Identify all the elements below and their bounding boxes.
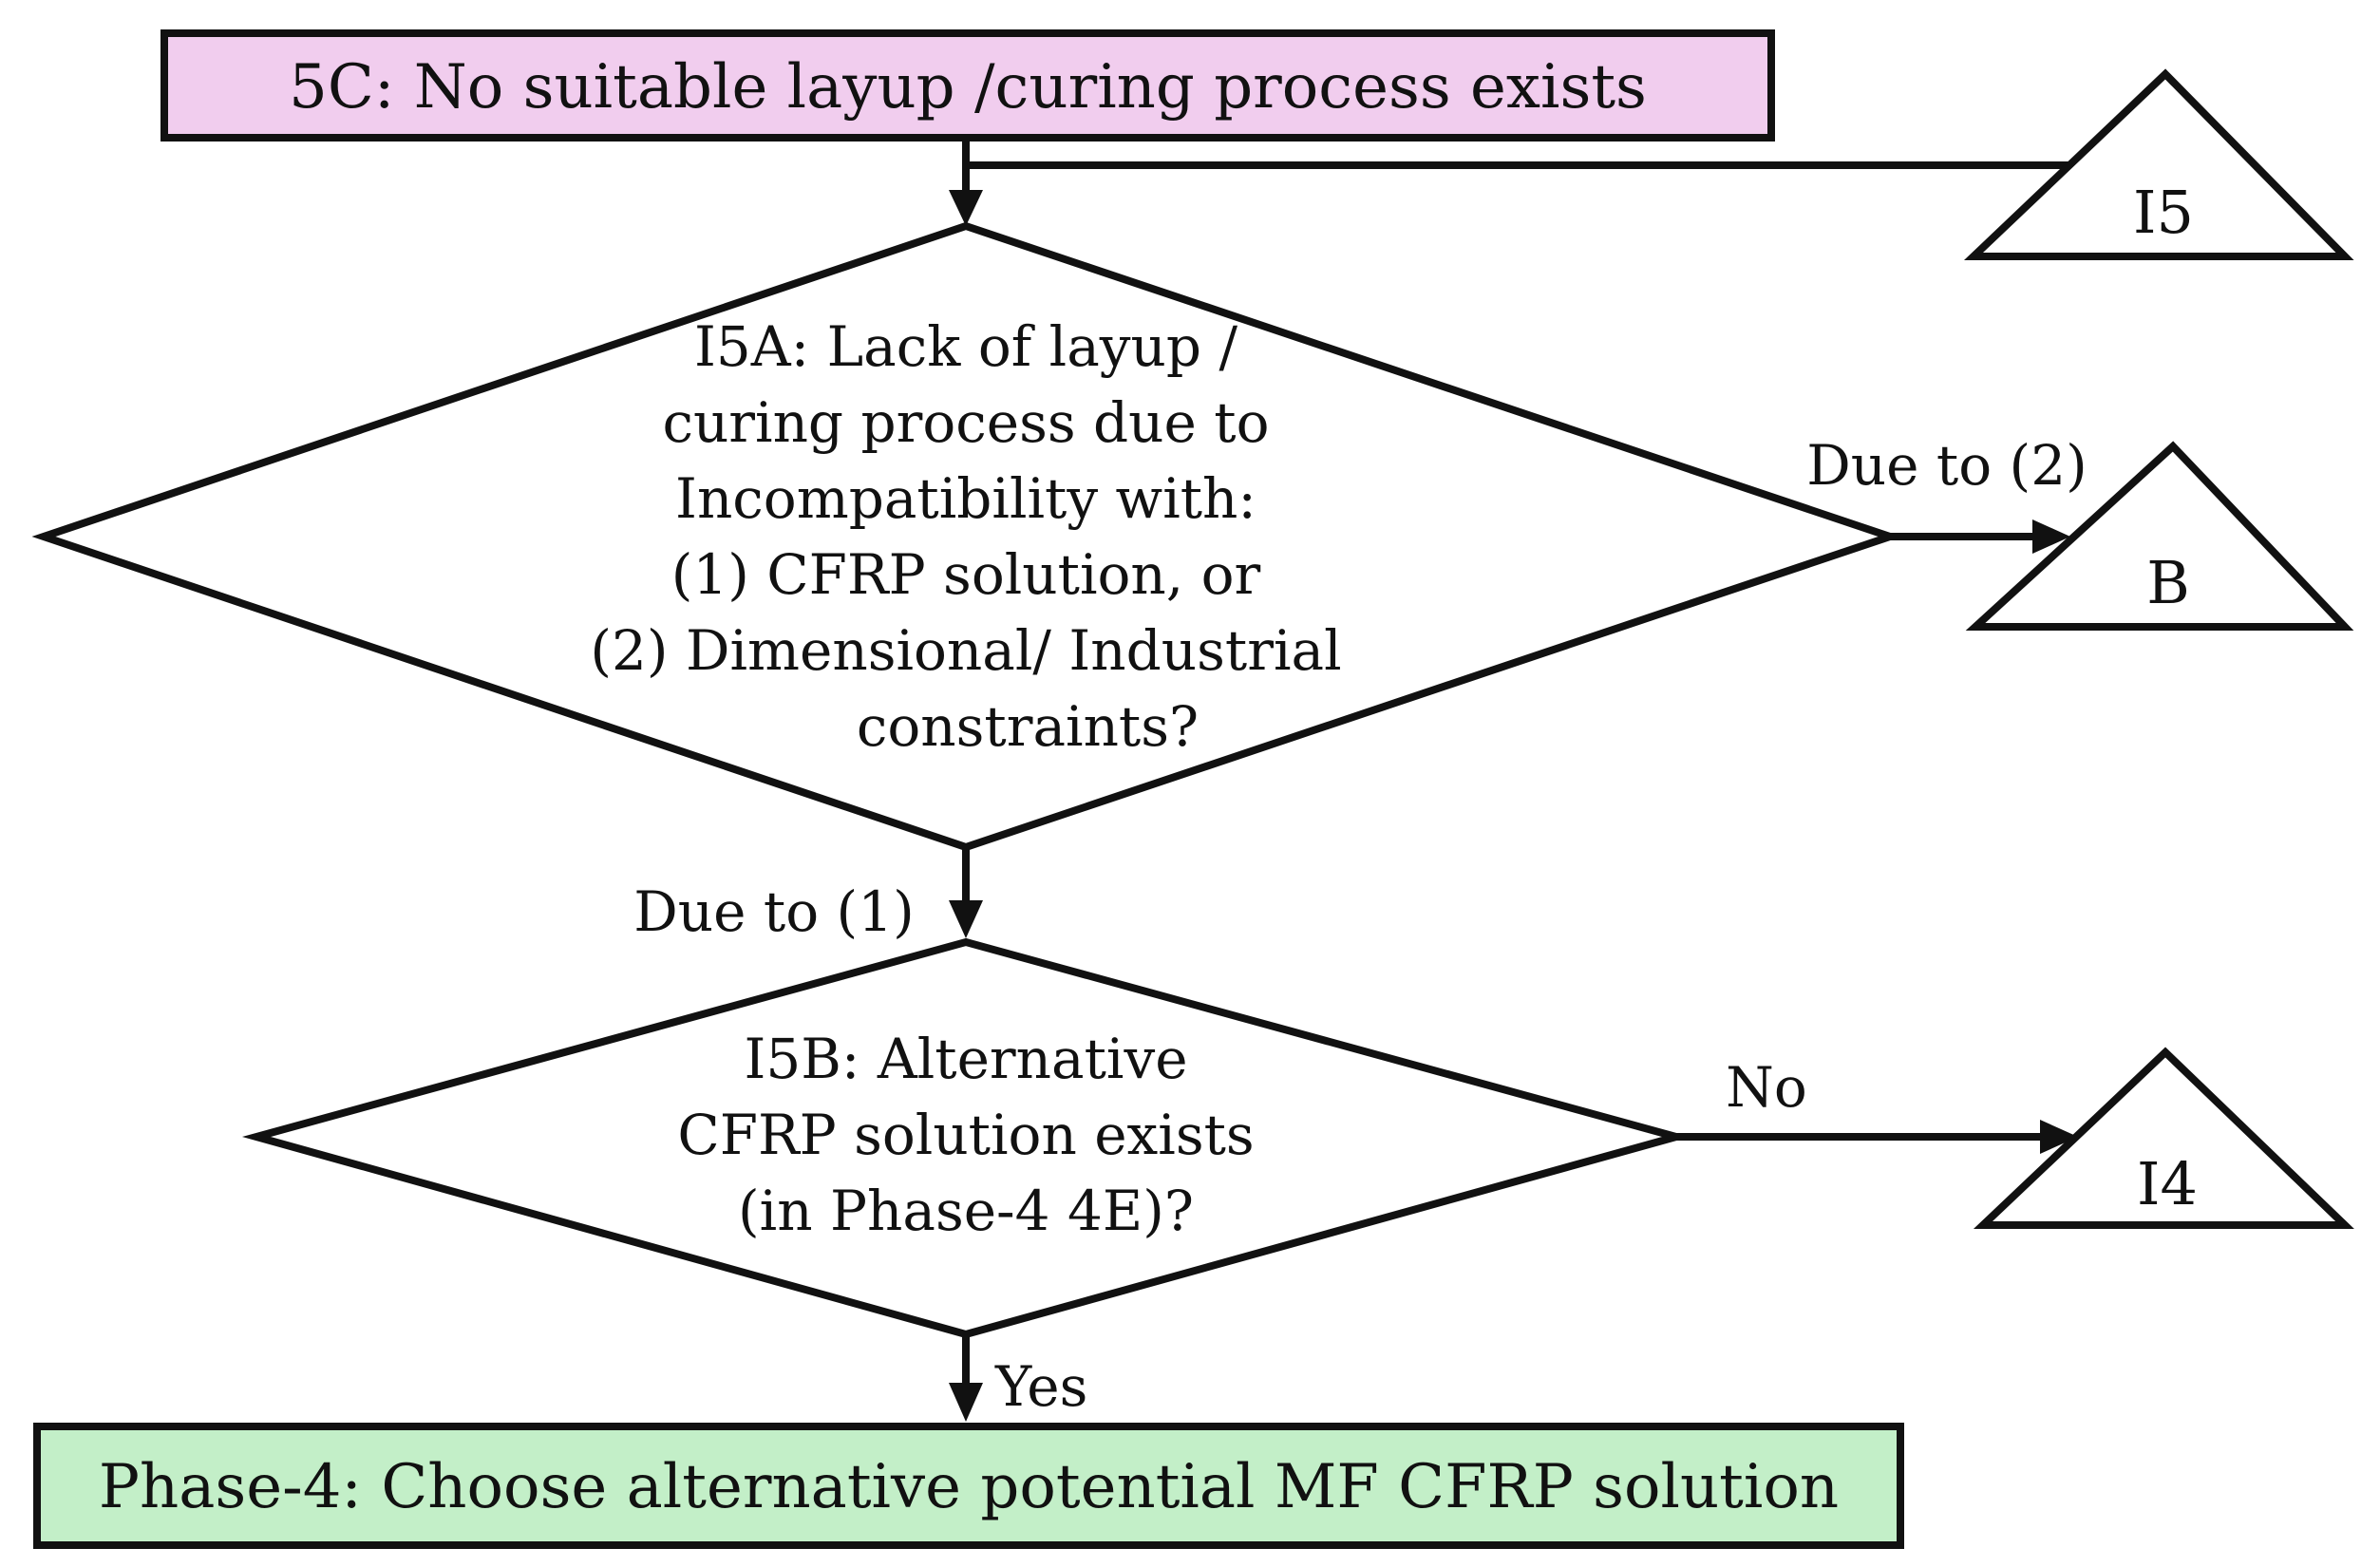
edge-label-due-to-1: Due to (1) [633,879,914,944]
end-box-label: Phase-4: Choose alternative potential MF… [99,1452,1839,1522]
connector-i4: I4 [1973,1047,2354,1229]
decision-i5b-line-1: I5B: Alternative [744,1027,1187,1091]
decision-i5a-line-4: (1) CFRP solution, or [671,542,1261,607]
decision-i5a-line-3: Incompatibility with: [675,466,1256,531]
connector-i4-label: I4 [2137,1149,2198,1218]
connector-b: B [1965,441,2354,631]
decision-i5a-line-1: I5A: Lack of layup / [694,314,1237,379]
start-box [161,29,1775,142]
arrowhead-i5a-to-b [2032,519,2070,554]
edge-label-yes: Yes [994,1354,1087,1419]
arrowhead-i5b-to-i4 [2040,1120,2078,1154]
connector-i4-triangle [1973,1047,2354,1229]
arrowhead-start-to-i5a [949,190,983,226]
connector-i5-label: I5 [2133,178,2194,247]
edge-label-due-to-2: Due to (2) [1806,433,2087,498]
decision-i5a-line-6: constraints? [857,694,1199,759]
start-box-label: 5C: No suitable layup /curing process ex… [289,52,1647,123]
end-box [33,1423,1904,1549]
connector-i5: I5 [1963,68,2354,260]
arrowhead-i5b-to-end [949,1383,983,1422]
decision-i5b: I5B: Alternative CFRP solution exists (i… [241,937,1691,1339]
start-node: 5C: No suitable layup /curing process ex… [161,29,1775,142]
connector-i5-triangle [1963,68,2354,260]
arrowhead-i5a-to-i5b [949,900,983,938]
decision-i5b-line-2: CFRP solution exists [677,1103,1254,1167]
decision-i5a-line-5: (2) Dimensional/ Industrial [590,618,1341,683]
decision-i5a: I5A: Lack of layup / curing process due … [31,221,1902,852]
decision-i5b-line-3: (in Phase-4 4E)? [738,1179,1194,1243]
decision-i5a-line-2: curing process due to [662,390,1269,455]
edge-label-no: No [1726,1055,1807,1120]
connector-b-triangle [1965,441,2354,631]
end-node: Phase-4: Choose alternative potential MF… [33,1423,1904,1549]
connector-b-label: B [2146,548,2190,617]
